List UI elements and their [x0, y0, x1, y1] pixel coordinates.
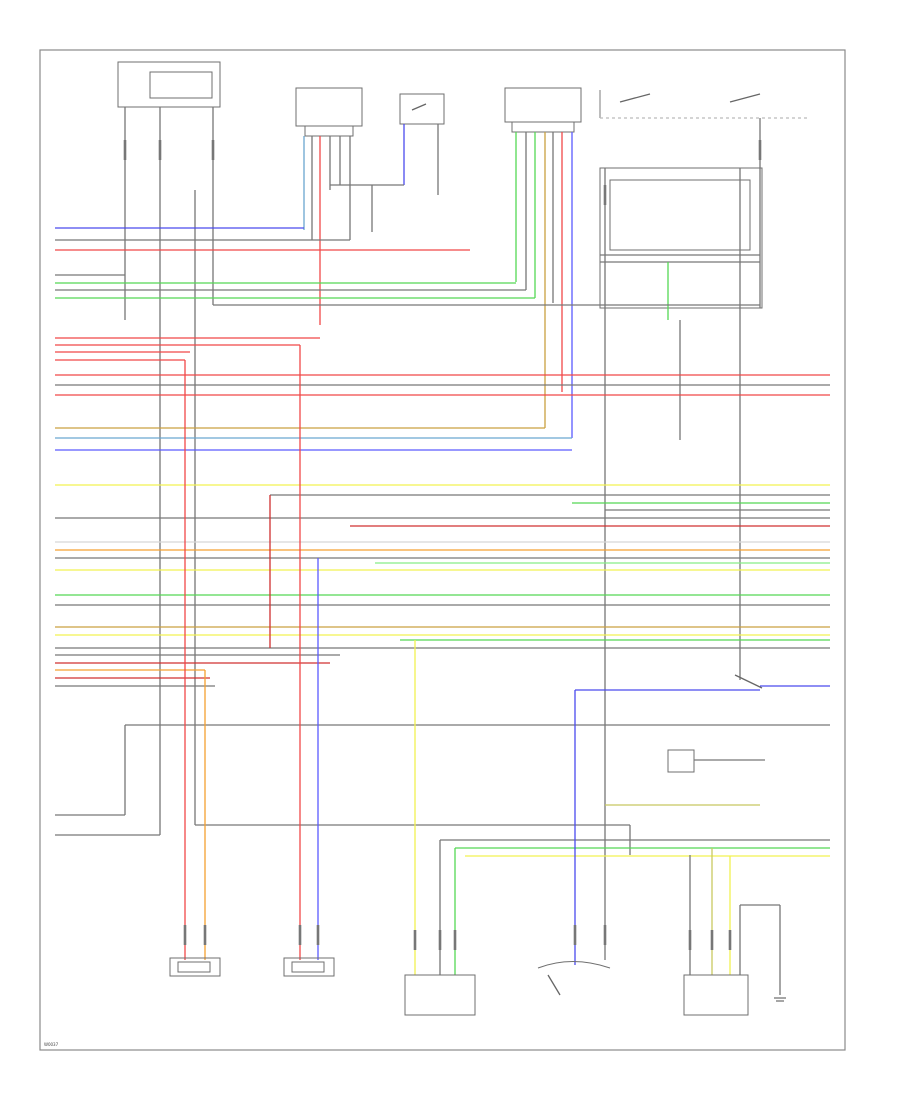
component-right-small: [667, 674, 765, 773]
connector-bottom-1: [169, 957, 221, 977]
switch-top: [399, 93, 445, 125]
connector-stubs: [123, 140, 762, 950]
wire-bus: [55, 227, 830, 857]
page-id: W0037: [44, 1042, 59, 1047]
ecm-top-left: [117, 61, 221, 118]
connector-block-top: [295, 87, 363, 137]
connector-bottom-2: [283, 957, 335, 977]
relay-box-right: [599, 167, 763, 309]
fuse-row-top-right: [599, 90, 810, 119]
component-bottom-5: [683, 974, 749, 1016]
component-bottom-3: [404, 974, 476, 1016]
component-bottom-4: [537, 961, 611, 996]
ground-bottom-right: [774, 997, 786, 1002]
connector-top-right: [504, 87, 582, 133]
diagram-frame: [39, 49, 846, 1051]
